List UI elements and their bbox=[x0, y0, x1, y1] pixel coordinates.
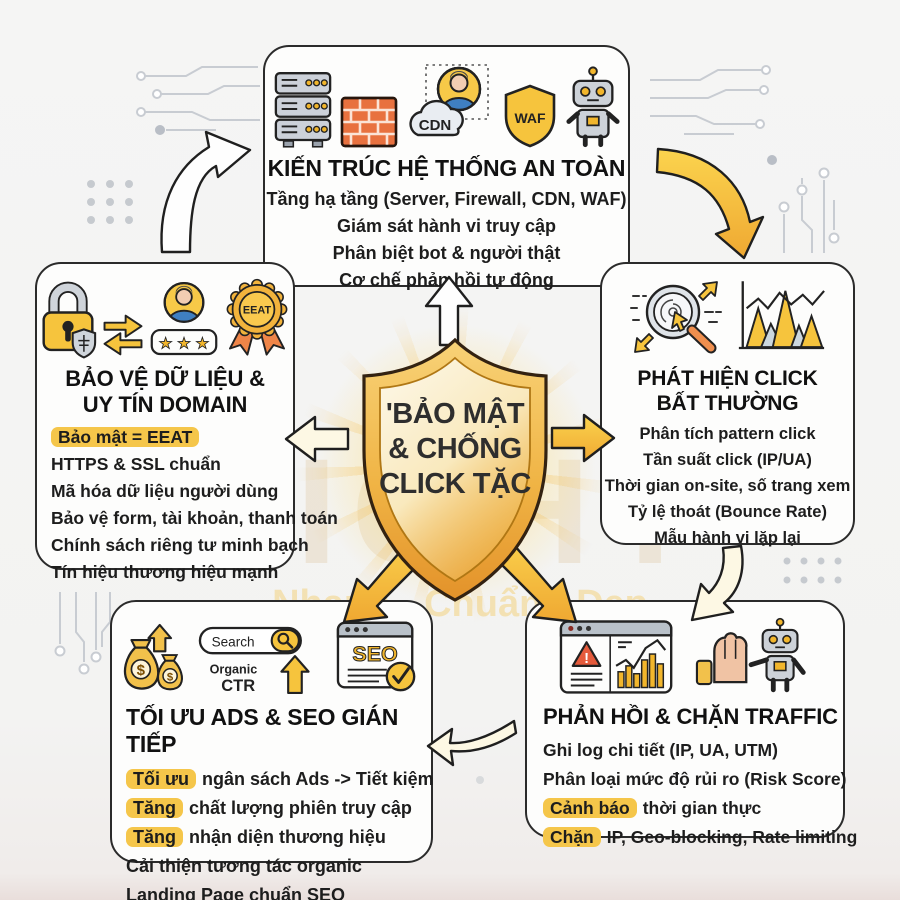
detection-icons bbox=[602, 276, 853, 358]
stop-hand-robot-icon bbox=[695, 617, 806, 693]
search-organic-ctr-icon: Search Organic CTR bbox=[198, 626, 310, 695]
exchange-arrows-icon bbox=[103, 314, 143, 356]
cdn-label: CDN bbox=[418, 117, 451, 134]
arrow-protection-to-architecture bbox=[160, 130, 252, 254]
money-bags-icon: $ $ bbox=[123, 623, 183, 691]
detection-line: Thời gian on-site, số trang xem bbox=[604, 477, 851, 495]
user-rating-icon: ★ ★ ★ bbox=[150, 281, 218, 356]
protection-title-line2: UY TÍN DOMAIN bbox=[82, 392, 248, 417]
dots-grid-left bbox=[87, 180, 133, 224]
robot-icon bbox=[565, 66, 620, 148]
architecture-title: KIẾN TRÚC HỆ THỐNG AN TOÀN bbox=[267, 155, 626, 181]
warning-mark: ! bbox=[584, 651, 589, 667]
detection-line: Tần suất click (IP/UA) bbox=[643, 451, 812, 469]
money-sign-small: $ bbox=[166, 672, 173, 684]
box-ads-seo: $ $ Search Organic CTR bbox=[110, 600, 434, 900]
ads-seo-line: Cải thiện tương tác organic bbox=[126, 856, 362, 876]
seo-browser-check-icon: SEO bbox=[336, 621, 415, 692]
eeat-medal-icon: EEAT bbox=[226, 278, 288, 356]
shield-title: 'BẢO MẬT & CHỐNG CLICK TẶC bbox=[342, 397, 568, 502]
arrow-shield-to-architecture bbox=[424, 275, 474, 347]
seo-label: SEO bbox=[352, 642, 397, 666]
detection-title-line2: BẤT THƯỜNG bbox=[656, 392, 799, 415]
shield-title-line2: & CHỐNG bbox=[388, 433, 522, 465]
architecture-line: Giám sát hành vi truy cập bbox=[336, 216, 557, 236]
detection-title-line1: PHÁT HIỆN CLICK bbox=[637, 367, 818, 390]
protection-line: Chính sách riêng tư minh bạch bbox=[51, 535, 309, 555]
firewall-bricks-icon bbox=[340, 96, 397, 148]
search-label: Search bbox=[211, 634, 254, 649]
response-icons: ! bbox=[527, 614, 843, 696]
ads-seo-title: TỐI ƯU ADS & SEO GIÁN TIẾP bbox=[126, 704, 399, 757]
circuit-decor-top-left bbox=[136, 66, 260, 135]
protection-line: Bảo mật = EEAT bbox=[51, 424, 293, 451]
detection-line: Phân tích pattern click bbox=[639, 425, 816, 443]
rating-stars: ★ ★ ★ bbox=[159, 335, 210, 352]
waf-shield-icon: WAF bbox=[504, 84, 555, 148]
circuit-decor-right bbox=[767, 155, 840, 253]
arrow-shield-to-protection bbox=[284, 415, 350, 463]
ctr-label: CTR bbox=[221, 677, 255, 695]
server-stack-icon bbox=[274, 71, 331, 148]
ads-seo-icons: $ $ Search Organic CTR bbox=[112, 612, 431, 696]
box-architecture: CDN WAF KIẾN TRÚC HỆ THỐNG AN TOÀN Tần bbox=[263, 45, 630, 290]
stop-hand bbox=[713, 632, 748, 684]
detection-line: Mẫu hành vi lặp lại bbox=[654, 529, 801, 547]
dot-decor bbox=[476, 776, 484, 784]
protection-line: Mã hóa dữ liệu người dùng bbox=[51, 481, 279, 501]
response-title: PHẢN HỒI & CHẶN TRAFFIC bbox=[543, 704, 838, 729]
box-detection: PHÁT HIỆN CLICK BẤT THƯỜNG Phân tích pat… bbox=[600, 262, 855, 547]
alert-browser-chart-icon: ! bbox=[559, 620, 673, 694]
box-response: ! bbox=[525, 600, 857, 847]
protection-line: HTTPS & SSL chuẩn bbox=[51, 454, 221, 474]
shield-title-line3: CLICK TẶC bbox=[379, 468, 531, 500]
arrow-detection-to-response bbox=[690, 544, 744, 622]
organic-label: Organic bbox=[209, 663, 257, 677]
protection-icons: ★ ★ ★ EEAT bbox=[37, 274, 293, 360]
arrow-response-to-ads-seo bbox=[426, 719, 518, 767]
response-line: Ghi log chi tiết (IP, UA, UTM) bbox=[543, 740, 778, 760]
hand-cuff bbox=[695, 659, 713, 686]
fingerprint-magnifier-icon bbox=[629, 281, 722, 354]
warning-triangle-icon bbox=[571, 641, 602, 667]
center-shield bbox=[362, 337, 548, 602]
ctr-up-arrow bbox=[279, 655, 310, 695]
eeat-label: EEAT bbox=[243, 305, 272, 317]
circuit-decor-bottom-left bbox=[54, 592, 111, 675]
dots-grid-right bbox=[783, 557, 842, 584]
magnifier-icon bbox=[276, 632, 293, 649]
arrow-shield-to-detection bbox=[550, 413, 616, 463]
money-sign-big: $ bbox=[136, 662, 145, 679]
detection-line: Tỷ lệ thoát (Bounce Rate) bbox=[628, 503, 827, 521]
circuit-decor-top-right bbox=[650, 65, 771, 135]
shield-title-line1: 'BẢO MẬT bbox=[385, 398, 525, 430]
ads-seo-line: Landing Page chuẩn SEO bbox=[126, 885, 346, 900]
protection-line: Bảo vệ form, tài khoản, thanh toán bbox=[51, 508, 338, 528]
peaks-chart-icon bbox=[738, 281, 825, 350]
architecture-icons: CDN WAF bbox=[265, 57, 628, 149]
padlock-shield-icon bbox=[42, 281, 97, 359]
architecture-line: Tầng hạ tầng (Server, Firewall, CDN, WAF… bbox=[266, 189, 627, 209]
cdn-cloud-user-icon: CDN bbox=[408, 64, 489, 137]
response-line: Phân loại mức độ rủi ro (Risk Score) bbox=[543, 769, 847, 789]
waf-label: WAF bbox=[514, 110, 546, 126]
arrow-architecture-to-detection bbox=[655, 147, 765, 260]
architecture-line: Phân biệt bot & người thật bbox=[332, 243, 561, 263]
protection-title-line1: BẢO VỆ DỮ LIỆU & bbox=[65, 366, 265, 391]
protection-line: Tín hiệu thương hiệu mạnh bbox=[51, 562, 279, 582]
box-protection: ★ ★ ★ EEAT BẢO VỆ DỮ LIỆU & UY TÍN DOMAI… bbox=[35, 262, 338, 582]
